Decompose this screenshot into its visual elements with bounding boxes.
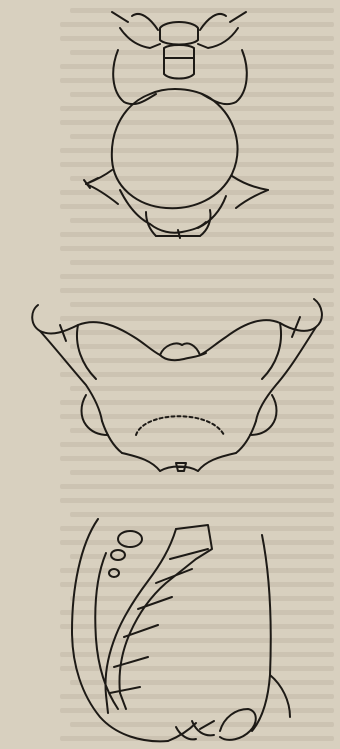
pelvis-side-drawing bbox=[0, 505, 340, 749]
figure-pelvis-side-section bbox=[0, 505, 340, 749]
figure-pelvis-top-view bbox=[0, 285, 340, 485]
background-text-line bbox=[70, 260, 334, 265]
background-text-line bbox=[60, 274, 334, 279]
figure-pelvis-front-view bbox=[0, 0, 340, 250]
pelvis-front-drawing bbox=[0, 0, 340, 250]
pelvis-top-drawing bbox=[0, 285, 340, 485]
background-text-line bbox=[60, 498, 334, 503]
